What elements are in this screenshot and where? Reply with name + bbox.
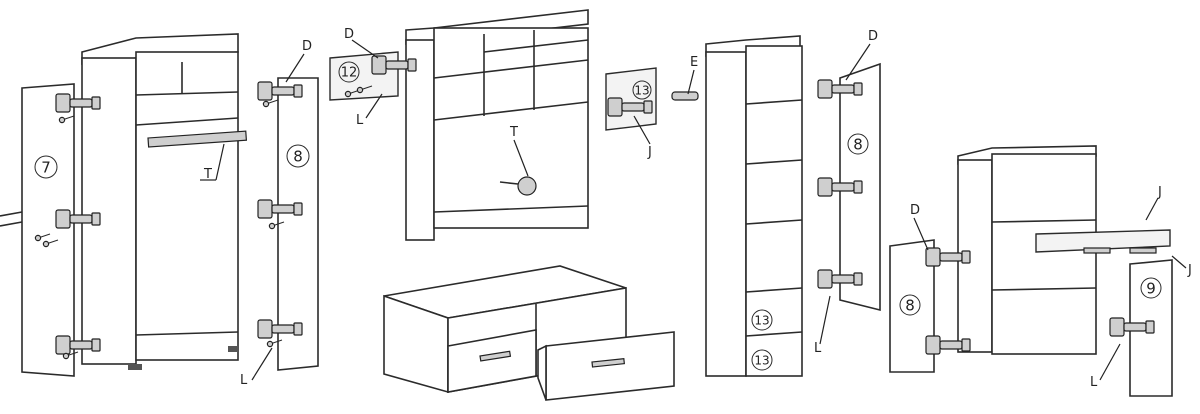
hanging-rail [147,130,248,148]
part-number-circle [751,309,773,331]
part-number-13: 13 [634,84,649,98]
part-number-circle [34,155,58,179]
shelf-side [705,51,747,377]
part-number-circle [632,80,652,100]
door-panel [21,83,75,377]
label-d: D [910,203,920,218]
wardrobe-back [135,51,239,361]
part-number-8: 8 [293,148,303,166]
part-number-8: 8 [853,136,863,154]
hinge-icon [55,335,101,355]
wardrobe-side [81,57,137,365]
label-d: D [868,29,878,44]
wardrobe-foot [228,346,238,352]
cabinet-assembly: 8 9 D J J L [889,145,1192,397]
label-j: J [1157,185,1162,200]
part-number-circle [338,61,360,83]
drawer-handle [479,350,512,362]
lamp-icon [517,176,537,196]
label-l: L [1090,375,1098,390]
hinge-icon [55,209,101,229]
label-l: L [240,373,248,388]
label-d: D [302,39,312,54]
part-number-9: 9 [1146,280,1156,298]
desk-board [1035,229,1171,253]
hinge-icon [925,335,971,355]
tv-stand-assembly [383,265,675,401]
label-l: L [356,113,364,128]
hutch-assembly: 12 D L T [329,9,589,241]
label-d: D [344,27,354,42]
hutch-side [405,39,435,241]
connector-icon [671,91,699,101]
screw-icon [262,99,279,108]
part-number-circle [286,144,310,168]
label-t: T [203,167,212,182]
hutch-back [433,27,589,229]
label-l: L [814,341,822,356]
hinge-icon [925,247,971,267]
hinge-icon [55,93,101,113]
part-number-7: 7 [41,159,51,177]
drawer-handle [591,357,626,368]
label-j: J [1187,263,1192,278]
part-number-circle [751,349,773,371]
part-number-8: 8 [905,297,915,315]
part-number-12: 12 [341,66,358,81]
label-t: T [509,125,518,140]
part-number-circle [847,133,869,155]
drawer-handle [1129,247,1157,254]
part-number-13: 13 [754,314,769,328]
drawer-front [447,329,537,393]
cabinet-back [991,153,1097,355]
drawer-handle [1083,247,1111,254]
part-number-circle [899,294,921,316]
drawer-side [537,344,547,401]
part-number-13: 13 [754,354,769,368]
label-e: E [690,55,698,70]
door-panel [889,239,935,373]
label-j: J [647,145,652,160]
wardrobe-foot [128,364,142,370]
shelf-assembly: 13 E J 13 13 8 D L [605,29,881,377]
part-number-circle [1140,277,1162,299]
wardrobe-assembly: 7 8 D T L [0,33,319,388]
